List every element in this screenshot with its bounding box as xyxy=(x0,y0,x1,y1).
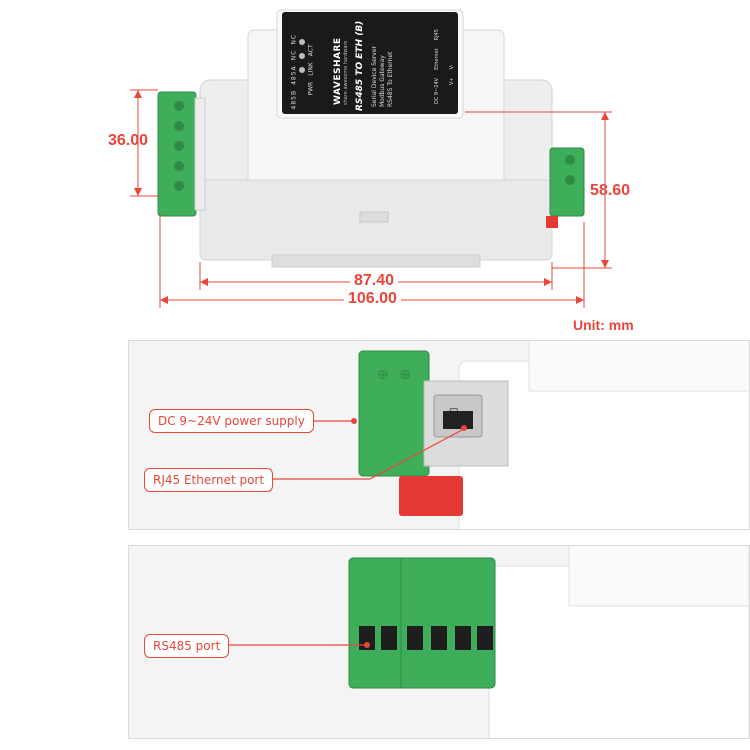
callout-rs485-port: RS485 port xyxy=(144,634,230,658)
power-rj45-illustration xyxy=(358,341,749,529)
dimension-width-outer: 106.00 xyxy=(344,290,401,308)
dimension-height-left: 36.00 xyxy=(108,132,149,149)
dimension-width-inner: 87.40 xyxy=(350,272,399,290)
power-rj45-panel: ⊕ ⊕ ▭ xyxy=(128,340,750,530)
callout-rj45-port: RJ45 Ethernet port xyxy=(144,468,274,492)
terminal-screw-icon: ⊕ xyxy=(399,367,411,383)
dimension-height-right: 58.60 xyxy=(590,182,631,199)
rs485-panel xyxy=(128,545,750,739)
terminal-screw-icon: ⊕ xyxy=(377,367,389,383)
callout-power-supply: DC 9~24V power supply xyxy=(149,409,314,433)
device-illustration xyxy=(130,9,612,308)
rs485-illustration xyxy=(348,546,749,738)
unit-label: Unit: mm xyxy=(573,317,634,333)
rj45-port-icon: ▭ xyxy=(449,405,459,416)
